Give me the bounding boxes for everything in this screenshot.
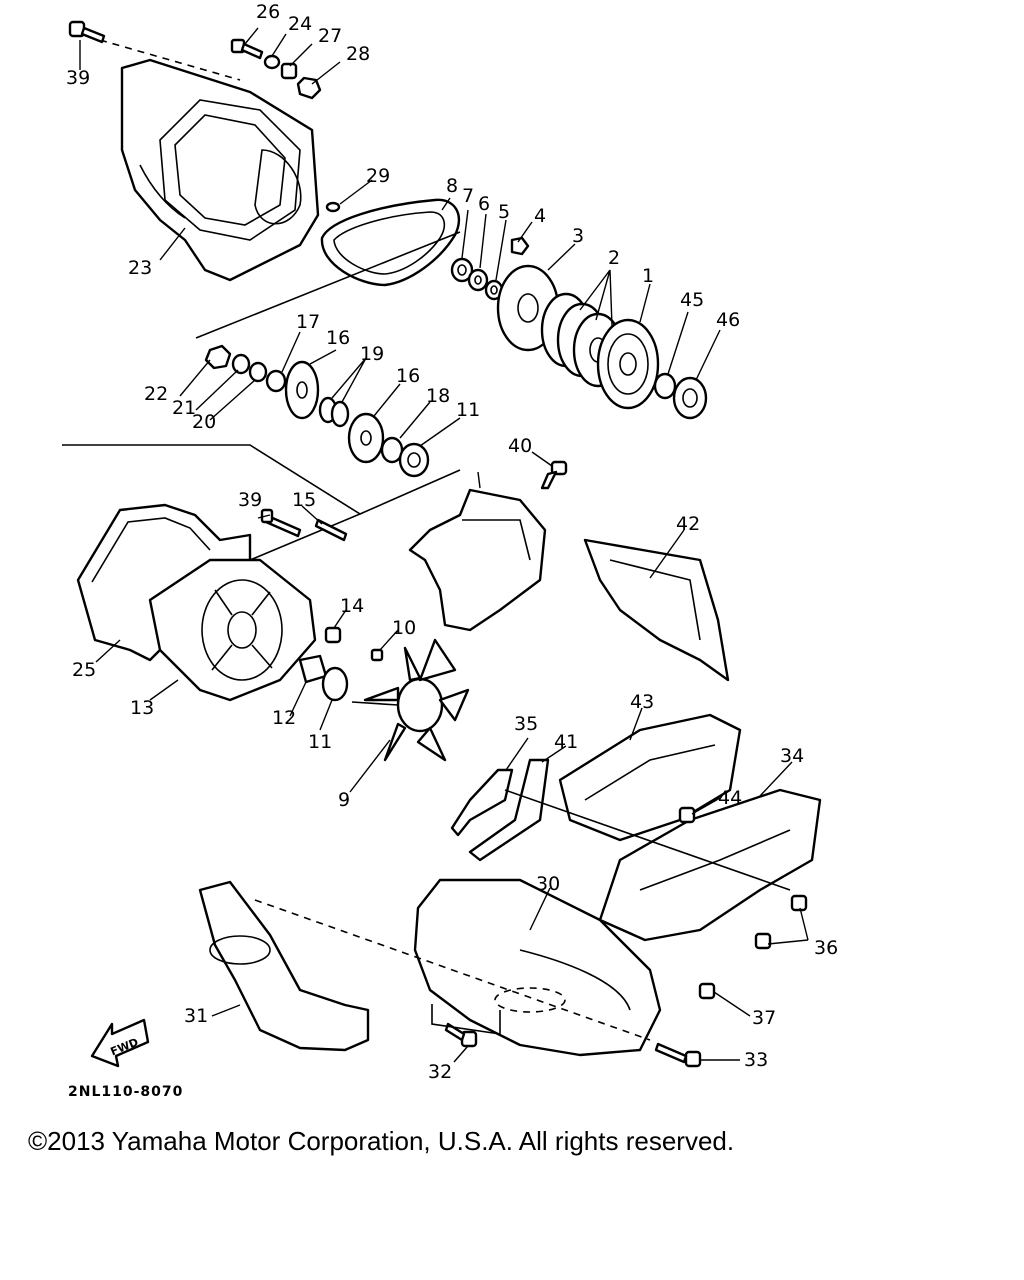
exploded-parts-diagram: FWD 1 2 3 4 5 6 7	[62, 1, 838, 1083]
callout-26: 26	[256, 1, 280, 23]
callout-11-lower: 11	[308, 731, 332, 753]
callout-24: 24	[288, 13, 312, 35]
secondary-pulley-parts	[195, 231, 461, 515]
callout-39-mid: 39	[238, 489, 262, 511]
bushing-parts-10-14	[298, 626, 384, 702]
callout-41: 41	[554, 731, 578, 753]
callout-29: 29	[366, 165, 390, 187]
strips-35-41	[450, 758, 550, 862]
callout-23: 23	[128, 257, 152, 279]
shroud-38-part	[408, 488, 547, 632]
washers-5-7	[450, 236, 530, 301]
callout-22: 22	[144, 383, 168, 405]
callout-10: 10	[392, 617, 416, 639]
callout-37: 37	[752, 1007, 776, 1029]
callout-40: 40	[508, 435, 532, 457]
callout-18: 18	[426, 385, 450, 407]
bearing-45-46	[653, 372, 708, 420]
callout-16-left: 16	[326, 327, 350, 349]
callout-5: 5	[498, 201, 510, 223]
copyright-notice: ©2013 Yamaha Motor Corporation, U.S.A. A…	[28, 1126, 735, 1156]
leader-lines	[79, 27, 809, 1063]
callout-12: 12	[272, 707, 296, 729]
callout-45: 45	[680, 289, 704, 311]
cooling-fan-part	[351, 638, 470, 762]
v-belt-part	[320, 198, 461, 287]
callout-42: 42	[676, 513, 700, 535]
callout-34: 34	[780, 745, 804, 767]
callout-27: 27	[318, 25, 342, 47]
callout-1: 1	[642, 265, 654, 287]
callout-4: 4	[534, 205, 546, 227]
callout-35: 35	[514, 713, 538, 735]
forward-arrow-icon: FWD	[90, 1018, 150, 1068]
callout-6: 6	[478, 193, 490, 215]
bolt-39-top	[68, 20, 106, 44]
callout-46: 46	[716, 309, 740, 331]
callout-3: 3	[572, 225, 584, 247]
callout-16-right: 16	[396, 365, 420, 387]
callout-7: 7	[462, 185, 474, 207]
fan-housing-part	[62, 444, 362, 702]
callout-8: 8	[446, 175, 458, 197]
bolts-44-36	[504, 789, 808, 950]
upper-cover-part	[99, 39, 320, 282]
callout-11-upper: 11	[456, 399, 480, 421]
grommet-29	[325, 201, 341, 213]
callout-9: 9	[338, 789, 350, 811]
bolts-39-15-mid	[260, 508, 348, 542]
callout-39-top: 39	[66, 67, 90, 89]
callout-30: 30	[536, 873, 560, 895]
callout-21: 21	[172, 397, 196, 419]
callout-labels: 1 2 3 4 5 6 7 8 9 10 11 11 12 13 14 15 1…	[66, 1, 838, 1083]
bolts-32-33-37	[431, 982, 716, 1068]
drawing-code: 2NL110-8070	[68, 1084, 184, 1100]
callout-44: 44	[718, 787, 742, 809]
callout-31: 31	[184, 1005, 208, 1027]
cover-34-part	[598, 788, 822, 942]
bolt-40	[540, 460, 568, 490]
callout-17: 17	[296, 311, 320, 333]
air-duct-31-part	[198, 880, 651, 1052]
bracket-42-part	[583, 538, 730, 682]
callout-20: 20	[192, 411, 216, 433]
callout-13: 13	[130, 697, 154, 719]
callout-14: 14	[340, 595, 364, 617]
pulley-assembly	[496, 264, 660, 410]
callout-19: 19	[360, 343, 384, 365]
callout-28: 28	[346, 43, 370, 65]
cover-43-part	[558, 713, 742, 842]
callout-2: 2	[608, 247, 620, 269]
callout-25: 25	[72, 659, 96, 681]
callout-43: 43	[630, 691, 654, 713]
belt-cover-30-part	[413, 878, 662, 1057]
callout-36: 36	[814, 937, 838, 959]
callout-32: 32	[428, 1061, 452, 1083]
callout-15: 15	[292, 489, 316, 511]
callout-33: 33	[744, 1049, 768, 1071]
